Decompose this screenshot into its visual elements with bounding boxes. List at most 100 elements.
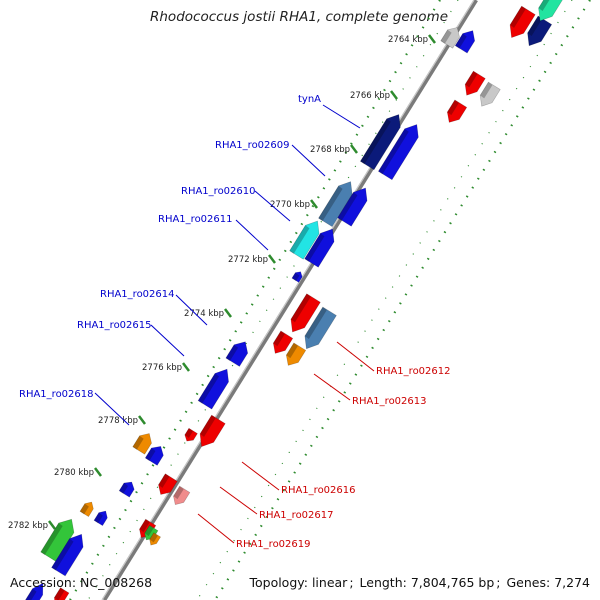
gene-label-leader (94, 392, 130, 426)
ro02613-gene-arrow[interactable] (285, 342, 307, 366)
forward-gene-arrow[interactable] (454, 30, 476, 54)
gene-label-leader (336, 341, 375, 372)
scale-tick-label: 2772 kbp (228, 255, 268, 265)
scale-tick-mark (350, 144, 358, 154)
genome-title: Rhodococcus jostii RHA1, complete genome (150, 9, 448, 25)
topology-label: Topology: (249, 575, 308, 590)
reverse-gene-arrow[interactable] (538, 0, 563, 22)
gene-label-leader (235, 219, 269, 251)
reverse-gene-arrow[interactable] (464, 70, 486, 96)
scale-tick-label: 2764 kbp (388, 35, 428, 45)
tyna-gene-arrow[interactable] (359, 114, 401, 171)
gene-label-leader (313, 373, 351, 401)
scale-tick-mark (138, 415, 146, 425)
scale-tick-mark (428, 34, 436, 44)
scale-tick-label: 2774 kbp (184, 309, 224, 319)
forward-gene-arrow[interactable] (337, 187, 368, 227)
reverse-gene-arrow[interactable] (446, 99, 468, 123)
reverse-gene-arrow[interactable] (479, 81, 501, 107)
reverse-gene-arrow[interactable] (184, 427, 198, 442)
inner-reverse-dotted-guide (196, 0, 573, 600)
scale-tick-label: 2782 kbp (8, 521, 48, 531)
genome-backbone-highlight (101, 0, 475, 600)
length-label: Length: (359, 575, 407, 590)
ro02614-gene-arrow[interactable] (225, 341, 249, 367)
ro02609-gene-arrow[interactable] (318, 181, 353, 228)
forward-gene-arrow[interactable] (40, 518, 75, 562)
gene-label[interactable]: RHA1_ro02614 (100, 289, 175, 300)
ro02612-gene-arrow-2[interactable] (304, 306, 337, 350)
scale-tick-label: 2778 kbp (98, 416, 138, 426)
gene-label-leader (241, 461, 280, 491)
reverse-gene-arrow[interactable] (272, 330, 294, 354)
gene-label[interactable]: RHA1_ro02610 (181, 186, 256, 197)
ro02617-gene-arrow[interactable] (158, 473, 178, 495)
reverse-gene-arrow[interactable] (509, 5, 536, 39)
reverse-gene-arrow[interactable] (149, 532, 161, 546)
scale-tick-label: 2766 kbp (350, 91, 390, 101)
gene-label-leader (322, 104, 361, 129)
forward-gene-arrow[interactable] (144, 446, 164, 466)
scale-tick-mark (182, 362, 190, 372)
gene-label[interactable]: RHA1_ro02616 (281, 485, 356, 496)
gene-label-leader (175, 294, 208, 326)
gene-label-leader (219, 486, 258, 515)
gene-label[interactable]: RHA1_ro02615 (77, 320, 152, 331)
gene-label[interactable]: RHA1_ro02617 (259, 510, 334, 521)
ro02618-gene-arrow[interactable] (132, 433, 152, 455)
gene-label[interactable]: RHA1_ro02613 (352, 396, 427, 407)
forward-gene-arrow[interactable] (440, 27, 460, 49)
ro02610-gene-arrow[interactable] (289, 220, 320, 260)
forward-gene-arrow[interactable] (22, 582, 44, 600)
gene-labels: tynA RHA1_ro02609RHA1_ro02610RHA1_ro02611… (19, 94, 451, 550)
topology-value: linear (311, 575, 348, 590)
gene-label-leader (150, 324, 185, 357)
scale-tick-mark (48, 520, 56, 530)
ro02616-gene-arrow[interactable] (199, 414, 226, 448)
forward-gene-arrow[interactable] (93, 510, 108, 526)
genes-label: Genes: (506, 575, 551, 590)
gene-label-leader (291, 144, 326, 177)
accession-label: Accession: (10, 575, 77, 590)
accession-value: NC_008268 (80, 575, 153, 590)
gene-label[interactable]: RHA1_ro02618 (19, 389, 94, 400)
gene-label[interactable]: RHA1_ro02611 (158, 214, 233, 225)
scale-tick-label: 2768 kbp (310, 145, 350, 155)
gene-label-leader (197, 513, 235, 544)
gene-label[interactable]: tynA (298, 94, 321, 105)
scale-tick-label: 2776 kbp (142, 363, 182, 373)
forward-gene-arrow[interactable] (377, 124, 419, 181)
scale-tick-mark (224, 308, 232, 318)
inner-forward-dotted-guide (87, 0, 459, 600)
scale-tick-label: 2780 kbp (54, 468, 94, 478)
forward-gene-arrow[interactable] (304, 228, 335, 268)
reverse-gene-arrow[interactable] (173, 485, 191, 506)
gene-label[interactable]: RHA1_ro02609 (215, 140, 290, 151)
ro02612-gene-arrow[interactable] (290, 293, 321, 333)
reverse-gene-arrow[interactable] (54, 587, 70, 600)
accession-info: Accession: NC_008268 (10, 575, 152, 590)
reverse-gene-arrow[interactable] (527, 15, 553, 47)
ro02619-gene-arrow[interactable] (144, 525, 159, 541)
scale-tick-mark (268, 254, 276, 264)
gene-features (22, 0, 563, 600)
gene-label-leader (254, 190, 291, 222)
forward-gene-arrow[interactable] (51, 533, 84, 577)
ro02615-gene-arrow[interactable] (197, 368, 229, 410)
forward-gene-arrow[interactable] (79, 501, 94, 517)
length-value: 7,804,765 bp (410, 575, 495, 590)
scale-tick-mark (310, 199, 318, 209)
genome-summary: Topology: linear; Length: 7,804,765 bp; … (249, 575, 590, 590)
gene-label[interactable]: RHA1_ro02612 (376, 366, 451, 377)
forward-gene-arrow[interactable] (118, 481, 135, 498)
scale-tick-mark (94, 467, 102, 477)
scale-tick-mark (390, 90, 398, 100)
gene-label[interactable]: RHA1_ro02619 (236, 539, 311, 550)
ro02611-gene-arrow[interactable] (291, 271, 303, 283)
genes-value: 7,274 (554, 575, 590, 590)
outer-forward-dotted-guide (69, 0, 441, 600)
genome-backbone (102, 0, 478, 600)
